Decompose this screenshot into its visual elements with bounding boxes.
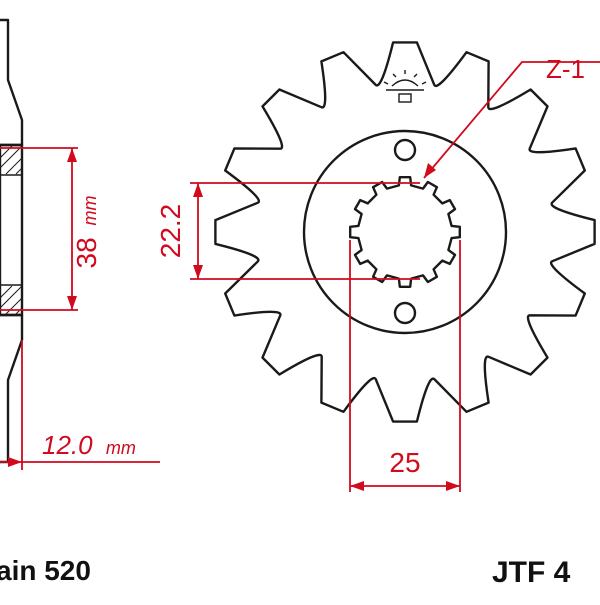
sprocket-teeth-outline bbox=[214, 41, 596, 423]
width-dimension: 12.0 mm bbox=[0, 340, 160, 470]
teeth-count-callout: Z-1 bbox=[423, 54, 600, 179]
hub-diameter-value: 38 bbox=[71, 237, 102, 268]
arrow-down bbox=[67, 296, 77, 310]
arrow-callout bbox=[424, 163, 436, 178]
hub-diameter-unit: mm bbox=[80, 196, 100, 226]
spline-bore-outline bbox=[349, 176, 461, 288]
arrow-right bbox=[446, 481, 460, 491]
mounting-hole-bottom bbox=[393, 301, 417, 325]
arrow-up bbox=[193, 183, 203, 197]
arrow-up bbox=[67, 148, 77, 162]
profile-hatching-top bbox=[0, 145, 23, 175]
sprocket-front-view bbox=[214, 41, 596, 423]
profile-lower-outline bbox=[0, 313, 24, 464]
arrow-left bbox=[350, 481, 364, 491]
spline-outer-dimension: 25 bbox=[349, 240, 461, 492]
spline-outer-value: 25 bbox=[389, 447, 420, 478]
inner-spline-dimension: 22.2 bbox=[155, 182, 420, 280]
hub-circle bbox=[302, 129, 508, 335]
side-profile bbox=[0, 18, 24, 464]
profile-upper-outline bbox=[0, 18, 24, 147]
logo-mark-icon bbox=[383, 70, 427, 103]
width-value: 12.0 bbox=[42, 430, 93, 460]
teeth-count-value: Z-1 bbox=[546, 54, 585, 84]
svg-text:12.0 mm: 12.0 mm bbox=[42, 430, 136, 460]
width-unit: mm bbox=[106, 438, 136, 458]
arrow-down bbox=[193, 265, 203, 279]
arrow-width bbox=[8, 457, 22, 467]
profile-hub bbox=[0, 143, 24, 317]
inner-spline-value: 22.2 bbox=[155, 204, 186, 259]
profile-hatching-bottom bbox=[0, 285, 23, 315]
svg-text:38 mm: 38 mm bbox=[71, 196, 102, 269]
part-number-label: JTF 4 bbox=[492, 556, 571, 589]
mounting-hole-top bbox=[393, 138, 417, 162]
chain-size-label: ain 520 bbox=[0, 555, 91, 586]
hub-diameter-dimension: 38 mm bbox=[0, 147, 102, 311]
